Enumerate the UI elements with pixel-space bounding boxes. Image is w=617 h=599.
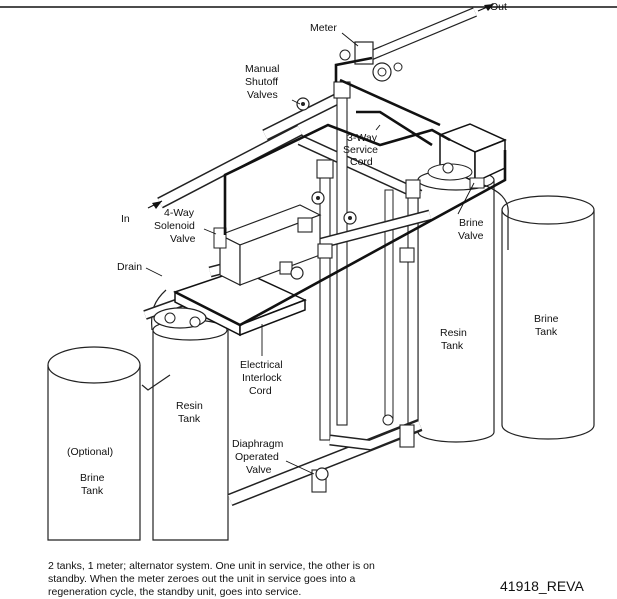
document-number: 41918_REVA [500, 578, 584, 594]
label-4way-2: Solenoid [154, 220, 195, 232]
label-drain: Drain [117, 261, 142, 273]
label-resin-right-1: Resin [440, 327, 467, 339]
label-brine-valve-1: Brine [459, 217, 484, 229]
fittings [279, 81, 421, 275]
label-brine-right-1: Brine [534, 313, 559, 325]
label-optional-brine-1: (Optional) [67, 446, 113, 458]
diaphragm-valve [290, 266, 394, 481]
label-optional-brine-3: Tank [81, 485, 104, 497]
label-electrical-2: Interlock [242, 372, 282, 384]
solenoid-valve-body [213, 204, 322, 286]
label-resin-right-2: Tank [441, 340, 464, 352]
inlet-pipe [147, 124, 303, 209]
label-diaphragm-2: Operated [235, 451, 279, 463]
label-manual-shutoff-1: Manual [245, 63, 279, 75]
label-4way-1: 4-Way [164, 207, 195, 219]
label-electrical-3: Cord [249, 385, 272, 397]
label-out: Out [490, 1, 507, 13]
brine-valve-fitting [469, 177, 485, 189]
leader-lines [145, 32, 475, 475]
label-resin-left-2: Tank [178, 413, 201, 425]
right-control-head [427, 123, 507, 184]
resin-tank-left [152, 319, 229, 541]
label-diaphragm-1: Diaphragm [232, 438, 284, 450]
outlet-pipe [358, 4, 494, 65]
label-electrical-1: Electrical [240, 359, 283, 371]
label-3way-2: Service [343, 144, 378, 156]
caption: 2 tanks, 1 meter; alternator system. One… [48, 560, 375, 598]
label-resin-left-1: Resin [176, 400, 203, 412]
label-meter: Meter [310, 22, 337, 34]
brine-tank-right [501, 195, 595, 440]
label-manual-shutoff-2: Shutoff [245, 76, 278, 88]
label-optional-brine-2: Brine [80, 472, 105, 484]
brine-tank-left [47, 346, 141, 541]
left-control-head [153, 269, 307, 337]
resin-tank-right [417, 169, 495, 443]
label-brine-right-2: Tank [535, 326, 558, 338]
label-3way-1: 3-Way [347, 132, 378, 144]
upper-header [262, 89, 423, 200]
label-diaphragm-3: Valve [246, 464, 272, 476]
label-4way-3: Valve [170, 233, 196, 245]
label-manual-shutoff-3: Valves [247, 89, 278, 101]
label-brine-valve-2: Valve [458, 230, 484, 242]
label-in: In [121, 213, 130, 225]
handwheels [296, 49, 357, 225]
label-3way-3: Cord [350, 156, 373, 168]
electrical-cords [174, 56, 507, 327]
